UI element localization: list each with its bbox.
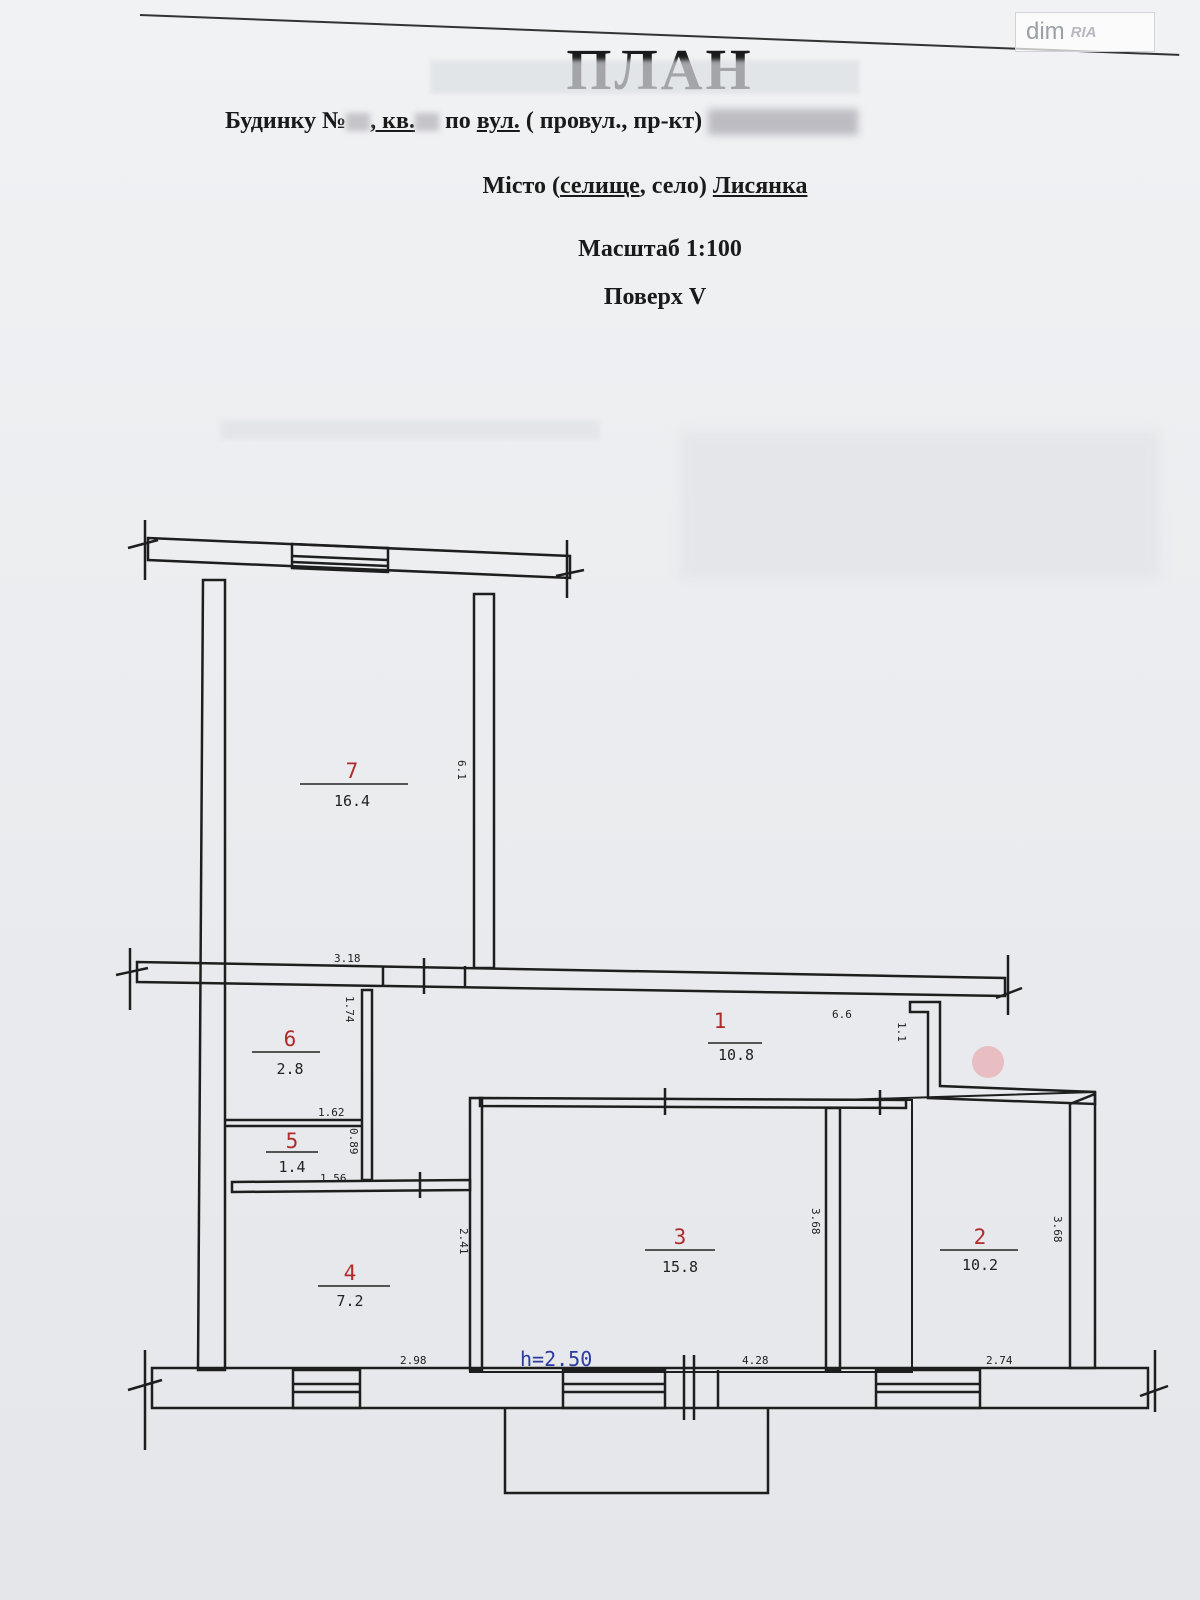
room-7-area: 16.4: [334, 792, 370, 810]
middle-left-tick-cross: [115, 966, 149, 977]
dimension-room7-length: 6.1: [455, 760, 468, 780]
address-by-label: по: [438, 108, 477, 134]
dimension-room2-height: 3.68: [1051, 1216, 1064, 1243]
show-through-ghost-3: [680, 430, 1160, 580]
dimension-room4-width: 2.98: [400, 1354, 427, 1367]
room5-bottom-wall: [230, 1178, 472, 1194]
middle-wall: [135, 960, 1007, 998]
redacted-building-number: [346, 113, 371, 132]
address-apartment-label: , кв.: [370, 108, 415, 134]
dimension-room3-height: 3.68: [809, 1208, 822, 1235]
room-1-number: 1: [714, 1009, 727, 1033]
room3-outline: [469, 1096, 913, 1373]
dimension-notch: 1.1: [895, 1022, 908, 1042]
room-7-number: 7: [346, 759, 359, 783]
room-2-area: 10.2: [962, 1256, 998, 1274]
dimension-corridor-width: 3.18: [334, 952, 361, 965]
room6-right-wall: [360, 988, 374, 1182]
top-right-tick-cross: [555, 568, 585, 578]
watermark-brand: dim: [1026, 18, 1065, 45]
bottom-window-2: [561, 1368, 667, 1410]
scale-line: Масштаб 1:100: [578, 236, 742, 262]
address-lane-label: ( провул., пр-кт): [519, 108, 709, 134]
room-5-area: 1.4: [278, 1158, 305, 1176]
bottom-window-3: [874, 1368, 982, 1410]
room-6-area: 2.8: [276, 1060, 303, 1078]
dimension-room5-bottom: 1.56: [320, 1172, 347, 1185]
room3-right-wall: [824, 1106, 842, 1372]
address-building-label: Будинку №: [225, 108, 347, 134]
middle-right-tick-cross: [995, 986, 1023, 1000]
address-street-label: вул.: [476, 108, 520, 134]
room2-right-wall: [1068, 1092, 1097, 1370]
dimension-room3-width: 4.28: [742, 1354, 769, 1367]
room-1-area: 10.8: [718, 1046, 754, 1064]
red-ink-smudge: [972, 1046, 1004, 1078]
room3-top-wall: [478, 1096, 908, 1110]
room-3-number: 3: [674, 1225, 687, 1249]
dimria-watermark-logo: dim RIA: [1015, 12, 1155, 52]
ceiling-height-label: h=2.50: [520, 1347, 592, 1371]
room-4-area: 7.2: [336, 1292, 363, 1310]
redacted-apartment-number: [414, 113, 439, 132]
city-name: Лисянка: [712, 173, 808, 199]
show-through-ghost-1: [430, 60, 860, 94]
redacted-street-name: [708, 109, 859, 136]
city-line: Місто (селище, село) Лисянка: [0, 173, 1200, 200]
dimension-room5-width: 1.62: [318, 1106, 345, 1119]
room-5-number: 5: [286, 1129, 299, 1153]
room1-notch: [908, 1000, 1097, 1106]
dimension-room4-height: 2.41: [457, 1228, 470, 1255]
dimension-room1-length: 6.6: [832, 1008, 852, 1021]
bottom-exterior-wall: [150, 1366, 1150, 1410]
address-line: Будинку № , кв. по вул. ( провул., пр-кт): [225, 108, 859, 136]
room-3-area: 15.8: [662, 1258, 698, 1276]
show-through-ghost-2: [220, 420, 600, 440]
dimension-room6-height: 1.74: [343, 996, 356, 1023]
bottom-window-1: [291, 1368, 362, 1410]
city-settlement-label: селище: [559, 173, 640, 199]
left-wall: [196, 578, 227, 1372]
room-2-number: 2: [974, 1225, 987, 1249]
top-window: [290, 542, 390, 574]
floor-line: Поверх V: [603, 284, 707, 310]
bottom-right-tick-cross: [1139, 1384, 1169, 1398]
top-exterior-wall: [146, 536, 572, 580]
watermark-sub: RIA: [1070, 23, 1097, 41]
room3-left-wall: [468, 1096, 484, 1372]
bottom-left-tick-cross: [127, 1378, 163, 1392]
room-6-number: 6: [284, 1027, 297, 1051]
city-label-start: Місто (: [482, 173, 560, 199]
room7-right-wall: [472, 592, 496, 970]
balcony-outline: [503, 1408, 770, 1495]
city-label-end: , село): [639, 173, 713, 199]
room-4-number: 4: [344, 1261, 357, 1285]
dimension-room5-height: 0.89: [347, 1128, 360, 1155]
dimension-room2-width: 2.74: [986, 1354, 1013, 1367]
top-left-tick-cross: [127, 538, 159, 550]
